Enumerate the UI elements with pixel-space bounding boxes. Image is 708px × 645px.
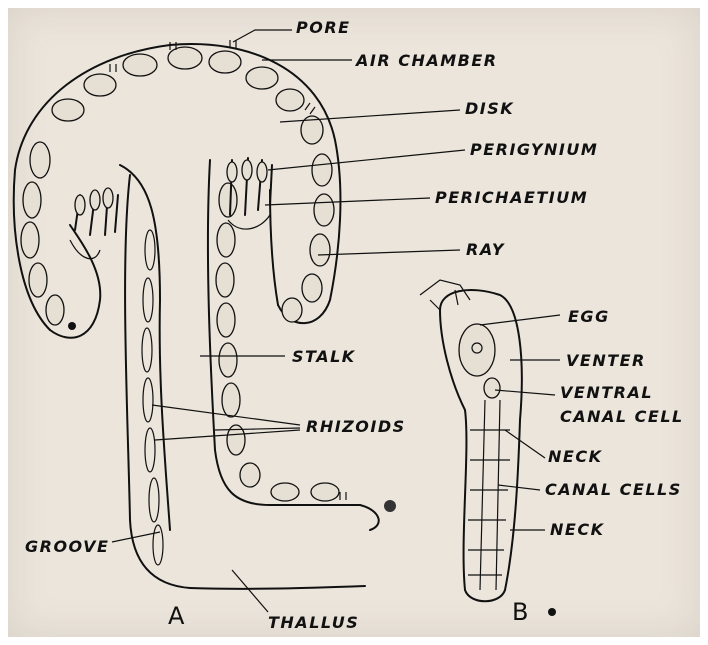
dark-spot bbox=[548, 608, 556, 616]
label-venter: VENTER bbox=[566, 351, 646, 370]
dark-spot bbox=[68, 322, 76, 330]
neck-cell-lines bbox=[468, 430, 510, 575]
label-stalk: STALK bbox=[292, 347, 356, 366]
label-perigynium: PERIGYNIUM bbox=[470, 140, 598, 159]
disk-outline bbox=[14, 44, 341, 330]
label-egg: EGG bbox=[568, 307, 610, 326]
panel-label-a: A bbox=[168, 602, 185, 630]
neck-canal bbox=[480, 400, 500, 590]
label-canal-cell: CANAL CELL bbox=[560, 407, 684, 426]
label-canal-cells: CANAL CELLS bbox=[545, 480, 682, 499]
label-rhizoids: RHIZOIDS bbox=[306, 417, 406, 436]
archegonia-cluster-left bbox=[70, 188, 118, 259]
top-cells bbox=[420, 280, 470, 310]
label-thallus: THALLUS bbox=[268, 613, 359, 632]
label-neck-1: NECK bbox=[548, 447, 603, 466]
label-disk: DISK bbox=[465, 99, 514, 118]
thallus-outline bbox=[190, 505, 379, 589]
air-chambers bbox=[21, 47, 339, 501]
label-pore: PORE bbox=[296, 18, 351, 37]
label-perichaetium: PERICHAETIUM bbox=[435, 188, 588, 207]
label-neck-2: NECK bbox=[550, 520, 605, 539]
label-ray: RAY bbox=[466, 240, 505, 259]
specimen-a bbox=[14, 40, 396, 589]
panel-label-b: B bbox=[512, 598, 528, 626]
specimen-b-archegonium bbox=[420, 280, 556, 616]
label-ventral: VENTRAL bbox=[560, 383, 653, 402]
ventral-canal-cell bbox=[484, 378, 500, 398]
dark-spot bbox=[384, 500, 396, 512]
right-flap-inner bbox=[270, 190, 278, 305]
egg-cell bbox=[459, 324, 495, 376]
label-groove: GROOVE bbox=[25, 537, 109, 556]
label-air-chamber: AIR CHAMBER bbox=[354, 51, 498, 70]
